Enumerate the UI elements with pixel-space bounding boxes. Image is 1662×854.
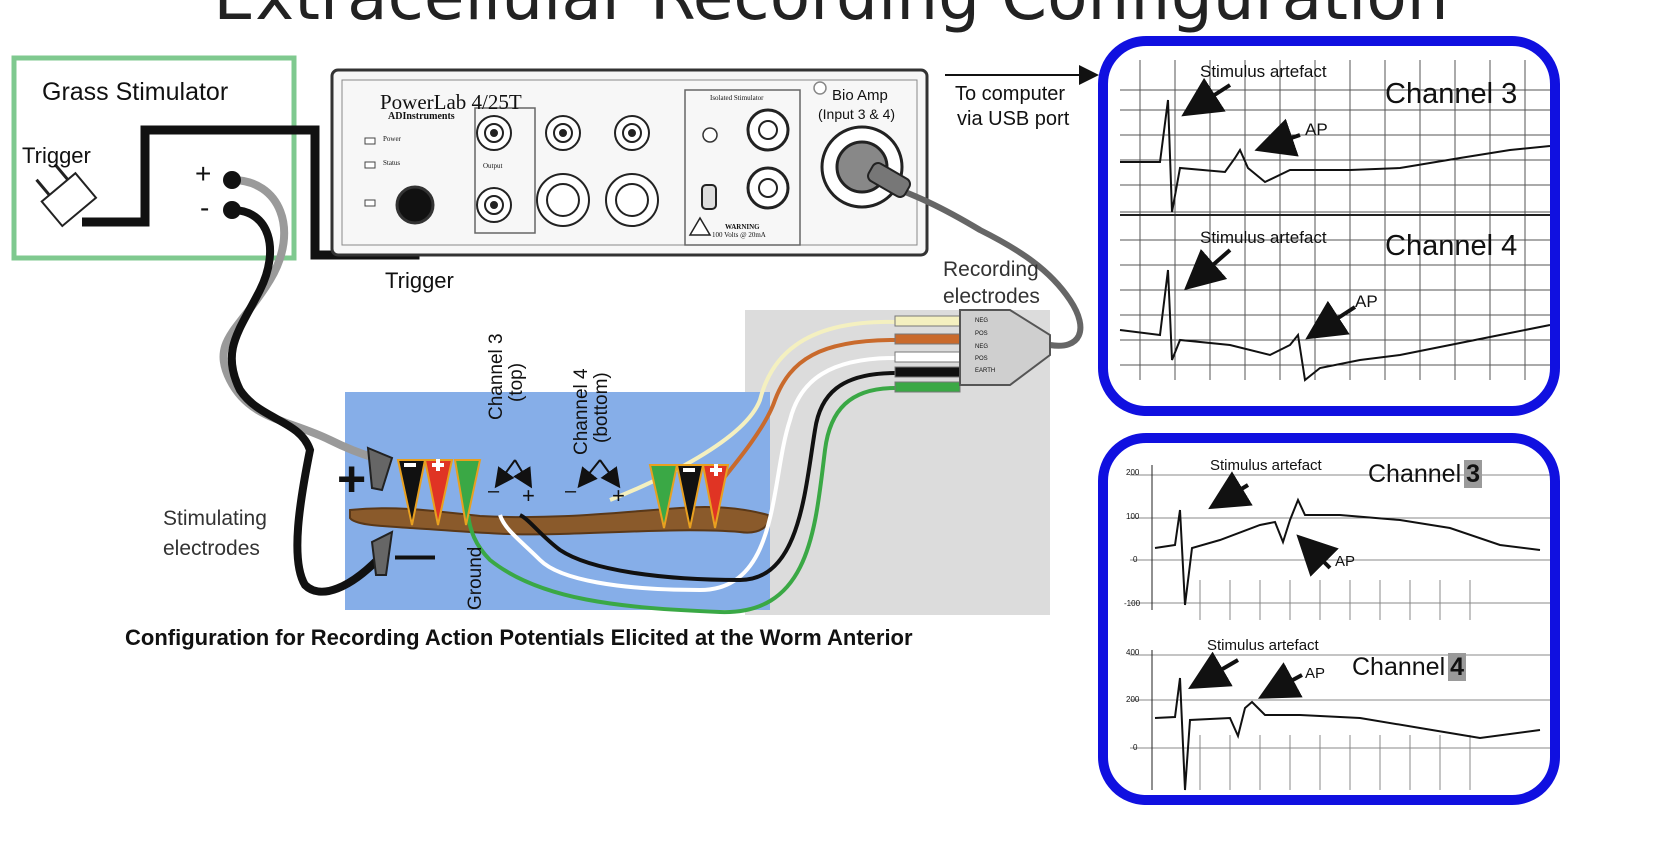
to-computer-label-1: To computer (955, 83, 1066, 105)
stimulating-electrodes-label-1: Stimulating (163, 507, 267, 530)
channel4-label-line1: Channel 4 (571, 368, 592, 455)
bottom-ch4-title-num: 4 (1448, 653, 1467, 681)
trace-ch4-top (1119, 269, 1551, 382)
recording-electrodes-label-1: Recording (943, 258, 1039, 281)
channel3-label-line1: Channel 3 (486, 333, 507, 420)
trace-panel-top (1098, 36, 1560, 416)
channel4-plus: + (612, 483, 625, 508)
trace-ch4-bottom (1154, 677, 1541, 791)
recording-electrodes-label-2: electrodes (943, 285, 1040, 308)
powerlab-output: Output (483, 162, 503, 170)
top-ch3-artefact: Stimulus artefact (1200, 62, 1327, 81)
bottom-ch4-title-text: Channel (1352, 653, 1446, 681)
bottom-ch3-artefact: Stimulus artefact (1210, 457, 1322, 474)
bottom-ch4-tick-3: 0 (1133, 743, 1138, 752)
wire-white (498, 356, 896, 593)
trace-ch3-bottom (1154, 497, 1541, 606)
toggle-switch-icon (701, 184, 717, 210)
channel4-minus: – (565, 480, 577, 502)
plug-icon (35, 163, 98, 228)
bio-amp-cable (878, 179, 1084, 349)
multi-pin-ports (536, 173, 659, 227)
stim-lead-gray (219, 176, 377, 462)
figure-caption: Configuration for Recording Action Poten… (125, 625, 913, 650)
bottom-ch3-tick-2: 100 (1126, 512, 1140, 521)
channel-arrows (494, 459, 621, 489)
stimulator-name: Grass Stimulator (42, 78, 229, 106)
trigger-input-port (395, 185, 435, 225)
isolated-stimulator-label: Isolated Stimulator (710, 94, 764, 102)
powerlab-warning-detail: 100 Volts @ 20mA (712, 231, 766, 239)
connector-pin-5: EARTH (975, 368, 996, 374)
bio-amp-label: Bio Amp (832, 87, 888, 104)
wire-green (466, 386, 896, 615)
bottom-ch3-tick-1: 200 (1126, 468, 1140, 477)
connector-pin-3: NEG (975, 344, 989, 350)
channel3-plus: + (522, 483, 535, 508)
powerlab-model: PowerLab 4/25T (380, 90, 522, 114)
stimulating-electrodes-label-2: electrodes (163, 537, 260, 560)
trace-panel-top-graph (1119, 60, 1551, 382)
wire-black (518, 371, 896, 583)
bottom-ch4-tick-1: 400 (1126, 648, 1140, 657)
top-ch4-artefact: Stimulus artefact (1200, 228, 1327, 247)
top-ch3-ap: AP (1305, 120, 1328, 139)
ground-label: Ground (465, 546, 486, 610)
bottom-ch4-artefact: Stimulus artefact (1207, 637, 1319, 654)
trace-panel-bottom (1098, 433, 1560, 805)
bio-amp-input-label: (Input 3 & 4) (818, 106, 896, 122)
page-title: Extracellular Recording Configuration (0, 0, 1662, 35)
wire-orange (708, 338, 896, 497)
bottom-ch4-ap: AP (1305, 665, 1326, 682)
to-computer-label-2: via USB port (957, 108, 1070, 130)
top-ch3-title: Channel 3 (1385, 78, 1518, 110)
stimulator-minus-terminal: - (200, 192, 210, 223)
powerlab-status: Status (383, 159, 401, 167)
stimulator-trigger-label: Trigger (22, 143, 91, 168)
powerlab-maker: ADInstruments (388, 111, 455, 122)
connector-pin-4: POS (975, 356, 988, 362)
electrode-connector (959, 309, 1051, 386)
bottom-ch3-ap: AP (1335, 553, 1356, 570)
connector-pin-2: POS (975, 331, 988, 337)
bottom-ch4-tick-2: 200 (1126, 695, 1140, 704)
warning-icon (688, 216, 712, 236)
output-ports (476, 115, 650, 223)
stim-plus-sign: + (337, 451, 367, 507)
top-ch4-ap: AP (1355, 292, 1378, 311)
channel3-label-line2: (top) (506, 362, 527, 402)
stim-electrode-minus (370, 530, 394, 576)
trace-panel-bottom-graph (1130, 465, 1550, 791)
channel4-label-line2: (bottom) (591, 372, 612, 443)
channel4-label: Channel 4 (bottom) (571, 368, 612, 455)
bottom-ch3-tick-4: -100 (1124, 599, 1141, 608)
powerlab-warning: WARNING (725, 223, 760, 231)
connector-pin-1: NEG (975, 318, 989, 324)
powerlab-power: Power (383, 135, 401, 143)
trigger-cable-label: Trigger (385, 268, 454, 293)
channel3-minus: – (488, 480, 500, 502)
bottom-ch3-tick-3: 0 (1133, 555, 1138, 564)
trace-ch3-top (1120, 99, 1551, 213)
stim-lead-black (227, 206, 388, 596)
bottom-ch3-title-text: Channel (1368, 460, 1462, 488)
bottom-ch3-title-num: 3 (1464, 460, 1483, 488)
stim-minus-sign: — (395, 533, 435, 577)
stim-electrode-plus (366, 446, 394, 492)
stimulator-plus-terminal: + (195, 158, 212, 189)
channel3-label: Channel 3 (top) (486, 333, 527, 420)
top-ch4-title: Channel 4 (1385, 230, 1518, 262)
